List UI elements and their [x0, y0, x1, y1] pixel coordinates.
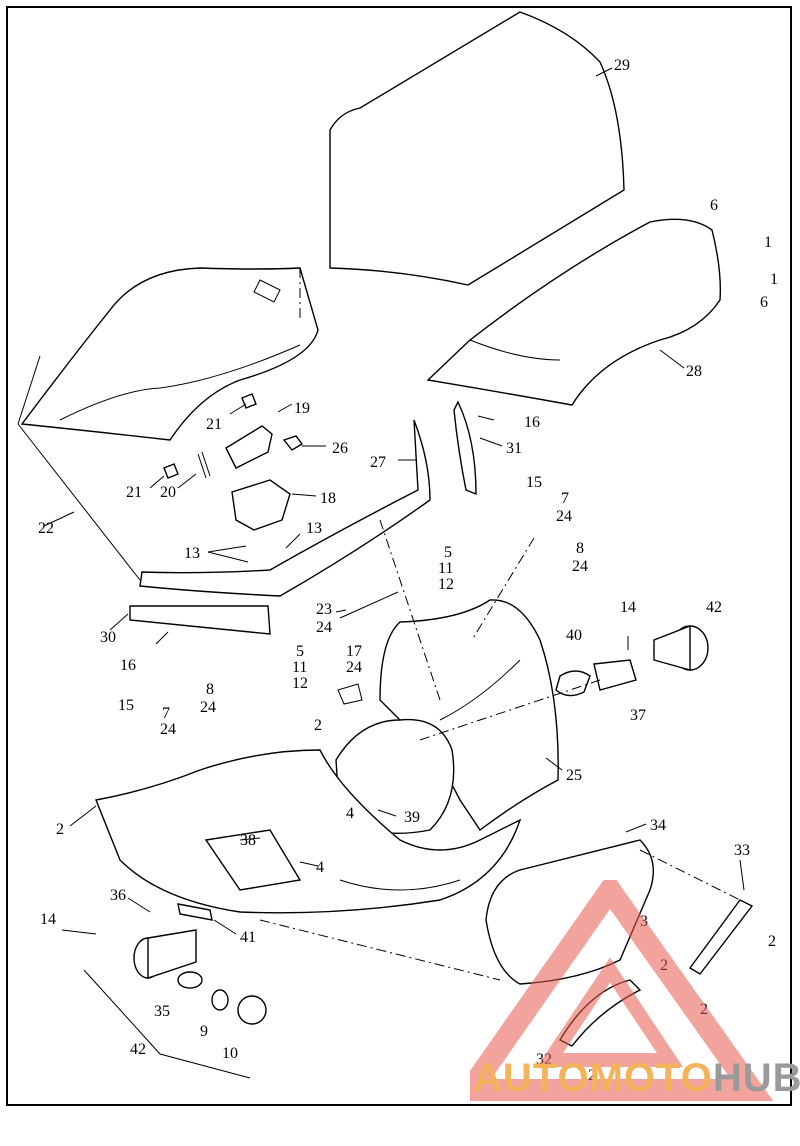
trim-30 — [129, 605, 271, 635]
callout-13a: 13 — [306, 520, 322, 537]
callout-12b: 12 — [292, 675, 308, 692]
callout-1b: 1 — [770, 271, 778, 288]
callout-27: 27 — [370, 454, 386, 471]
brand-part-3: HUB — [712, 1056, 800, 1100]
bracket-41 — [177, 903, 213, 921]
turn-signal-left-42 — [133, 929, 267, 1025]
callout-5a: 5 — [444, 544, 452, 561]
callout-24c: 24 — [316, 619, 332, 636]
rail-33 — [688, 899, 754, 975]
diagram-frame — [6, 6, 792, 1106]
callout-17: 17 — [346, 643, 362, 660]
callout-29: 29 — [614, 57, 630, 74]
callout-8a: 8 — [576, 540, 584, 557]
callout-40: 40 — [566, 627, 582, 644]
callout-34: 34 — [650, 817, 666, 834]
trim-31 — [453, 400, 477, 496]
callout-7b: 7 — [162, 705, 170, 722]
callout-16a: 16 — [524, 414, 540, 431]
callout-22: 22 — [38, 520, 54, 537]
callout-31: 31 — [506, 440, 522, 457]
callout-11b: 11 — [292, 659, 307, 676]
callout-8b: 8 — [206, 681, 214, 698]
callout-19: 19 — [294, 400, 310, 417]
callout-18: 18 — [320, 490, 336, 507]
callout-2c: 2 — [768, 933, 776, 950]
callout-35: 35 — [154, 1003, 170, 1020]
callout-24b: 24 — [572, 558, 588, 575]
callout-13b: 13 — [184, 545, 200, 562]
lower-fairing — [95, 749, 522, 914]
brand-part-1: AUTO — [473, 1056, 590, 1100]
deflector-28 — [426, 218, 721, 406]
callout-24e: 24 — [200, 699, 216, 716]
inner-fairing-25 — [379, 599, 559, 832]
turn-signal-right-42 — [555, 624, 709, 697]
callout-14a: 14 — [620, 599, 636, 616]
callout-28: 28 — [686, 363, 702, 380]
clip-17 — [337, 683, 363, 705]
callout-25: 25 — [566, 767, 582, 784]
callout-37: 37 — [630, 707, 646, 724]
callout-21b: 21 — [126, 484, 142, 501]
callout-10: 10 — [222, 1045, 238, 1062]
callout-39: 39 — [404, 809, 420, 826]
callout-24f: 24 — [160, 721, 176, 738]
callout-2f: 2 — [588, 1067, 596, 1084]
callout-6a: 6 — [710, 197, 718, 214]
callout-12a: 12 — [438, 576, 454, 593]
callout-7a: 7 — [561, 490, 569, 507]
callout-30: 30 — [100, 629, 116, 646]
upper-cowl-22 — [20, 267, 319, 441]
callout-24a: 24 — [556, 508, 572, 525]
callout-36: 36 — [110, 887, 126, 904]
trim-strip-27 — [139, 419, 431, 597]
bracket-38 — [204, 829, 302, 891]
callout-21a: 21 — [206, 416, 222, 433]
callout-4a: 4 — [346, 805, 354, 822]
callout-42a: 42 — [130, 1041, 146, 1058]
mount-assembly-18 — [163, 393, 304, 531]
callout-5b: 5 — [296, 643, 304, 660]
callout-2b: 2 — [56, 821, 64, 838]
brand-wordmark: AUTOMOTOHUB — [473, 1058, 800, 1098]
callout-14b: 14 — [40, 911, 56, 928]
callout-20: 20 — [160, 484, 176, 501]
callout-6b: 6 — [760, 294, 768, 311]
strip-23 — [339, 591, 399, 619]
callout-16b: 16 — [120, 657, 136, 674]
callout-4b: 4 — [316, 859, 324, 876]
warning-triangle-logo — [470, 880, 774, 1101]
callout-9: 9 — [200, 1023, 208, 1040]
brand-part-2: MOTO — [589, 1056, 713, 1100]
callout-15a: 15 — [526, 474, 542, 491]
callout-23: 23 — [316, 601, 332, 618]
windshield-29 — [329, 11, 625, 286]
callout-33: 33 — [734, 842, 750, 859]
callout-38: 38 — [240, 832, 256, 849]
callout-42b: 42 — [706, 599, 722, 616]
callout-26: 26 — [332, 440, 348, 457]
callout-1a: 1 — [764, 234, 772, 251]
callout-15b: 15 — [118, 697, 134, 714]
headlight-34 — [485, 839, 654, 985]
callout-11a: 11 — [438, 560, 453, 577]
callout-41: 41 — [240, 929, 256, 946]
callout-24d: 24 — [346, 659, 362, 676]
callout-2a: 2 — [314, 717, 322, 734]
